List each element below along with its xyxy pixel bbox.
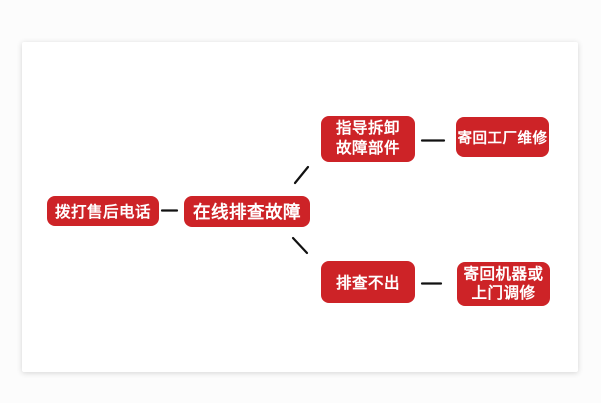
node-guided-disassembly-line1: 指导拆卸: [335, 120, 400, 137]
node-online-troubleshoot-label: 在线排查故障: [193, 202, 301, 222]
node-guided-disassembly: 指导拆卸 故障部件: [321, 116, 415, 162]
node-factory-repair-label: 寄回工厂维修: [457, 130, 548, 147]
node-factory-repair: 寄回工厂维修: [456, 117, 549, 157]
node-return-or-onsite-line1: 寄回机器或: [463, 266, 544, 283]
node-call-hotline-label: 拨打售后电话: [54, 204, 151, 221]
connector-online-to-notidentified: [291, 236, 309, 255]
node-return-or-onsite: 寄回机器或 上门调修: [457, 262, 550, 306]
node-guided-disassembly-line2: 故障部件: [335, 140, 400, 157]
connector-online-to-guided: [293, 165, 310, 185]
node-online-troubleshoot: 在线排查故障: [184, 196, 310, 227]
node-not-identified: 排查不出: [321, 261, 415, 303]
node-not-identified-label: 排查不出: [335, 275, 400, 292]
node-call-hotline: 拨打售后电话: [47, 196, 159, 226]
node-return-or-onsite-line2: 上门调修: [471, 285, 536, 302]
